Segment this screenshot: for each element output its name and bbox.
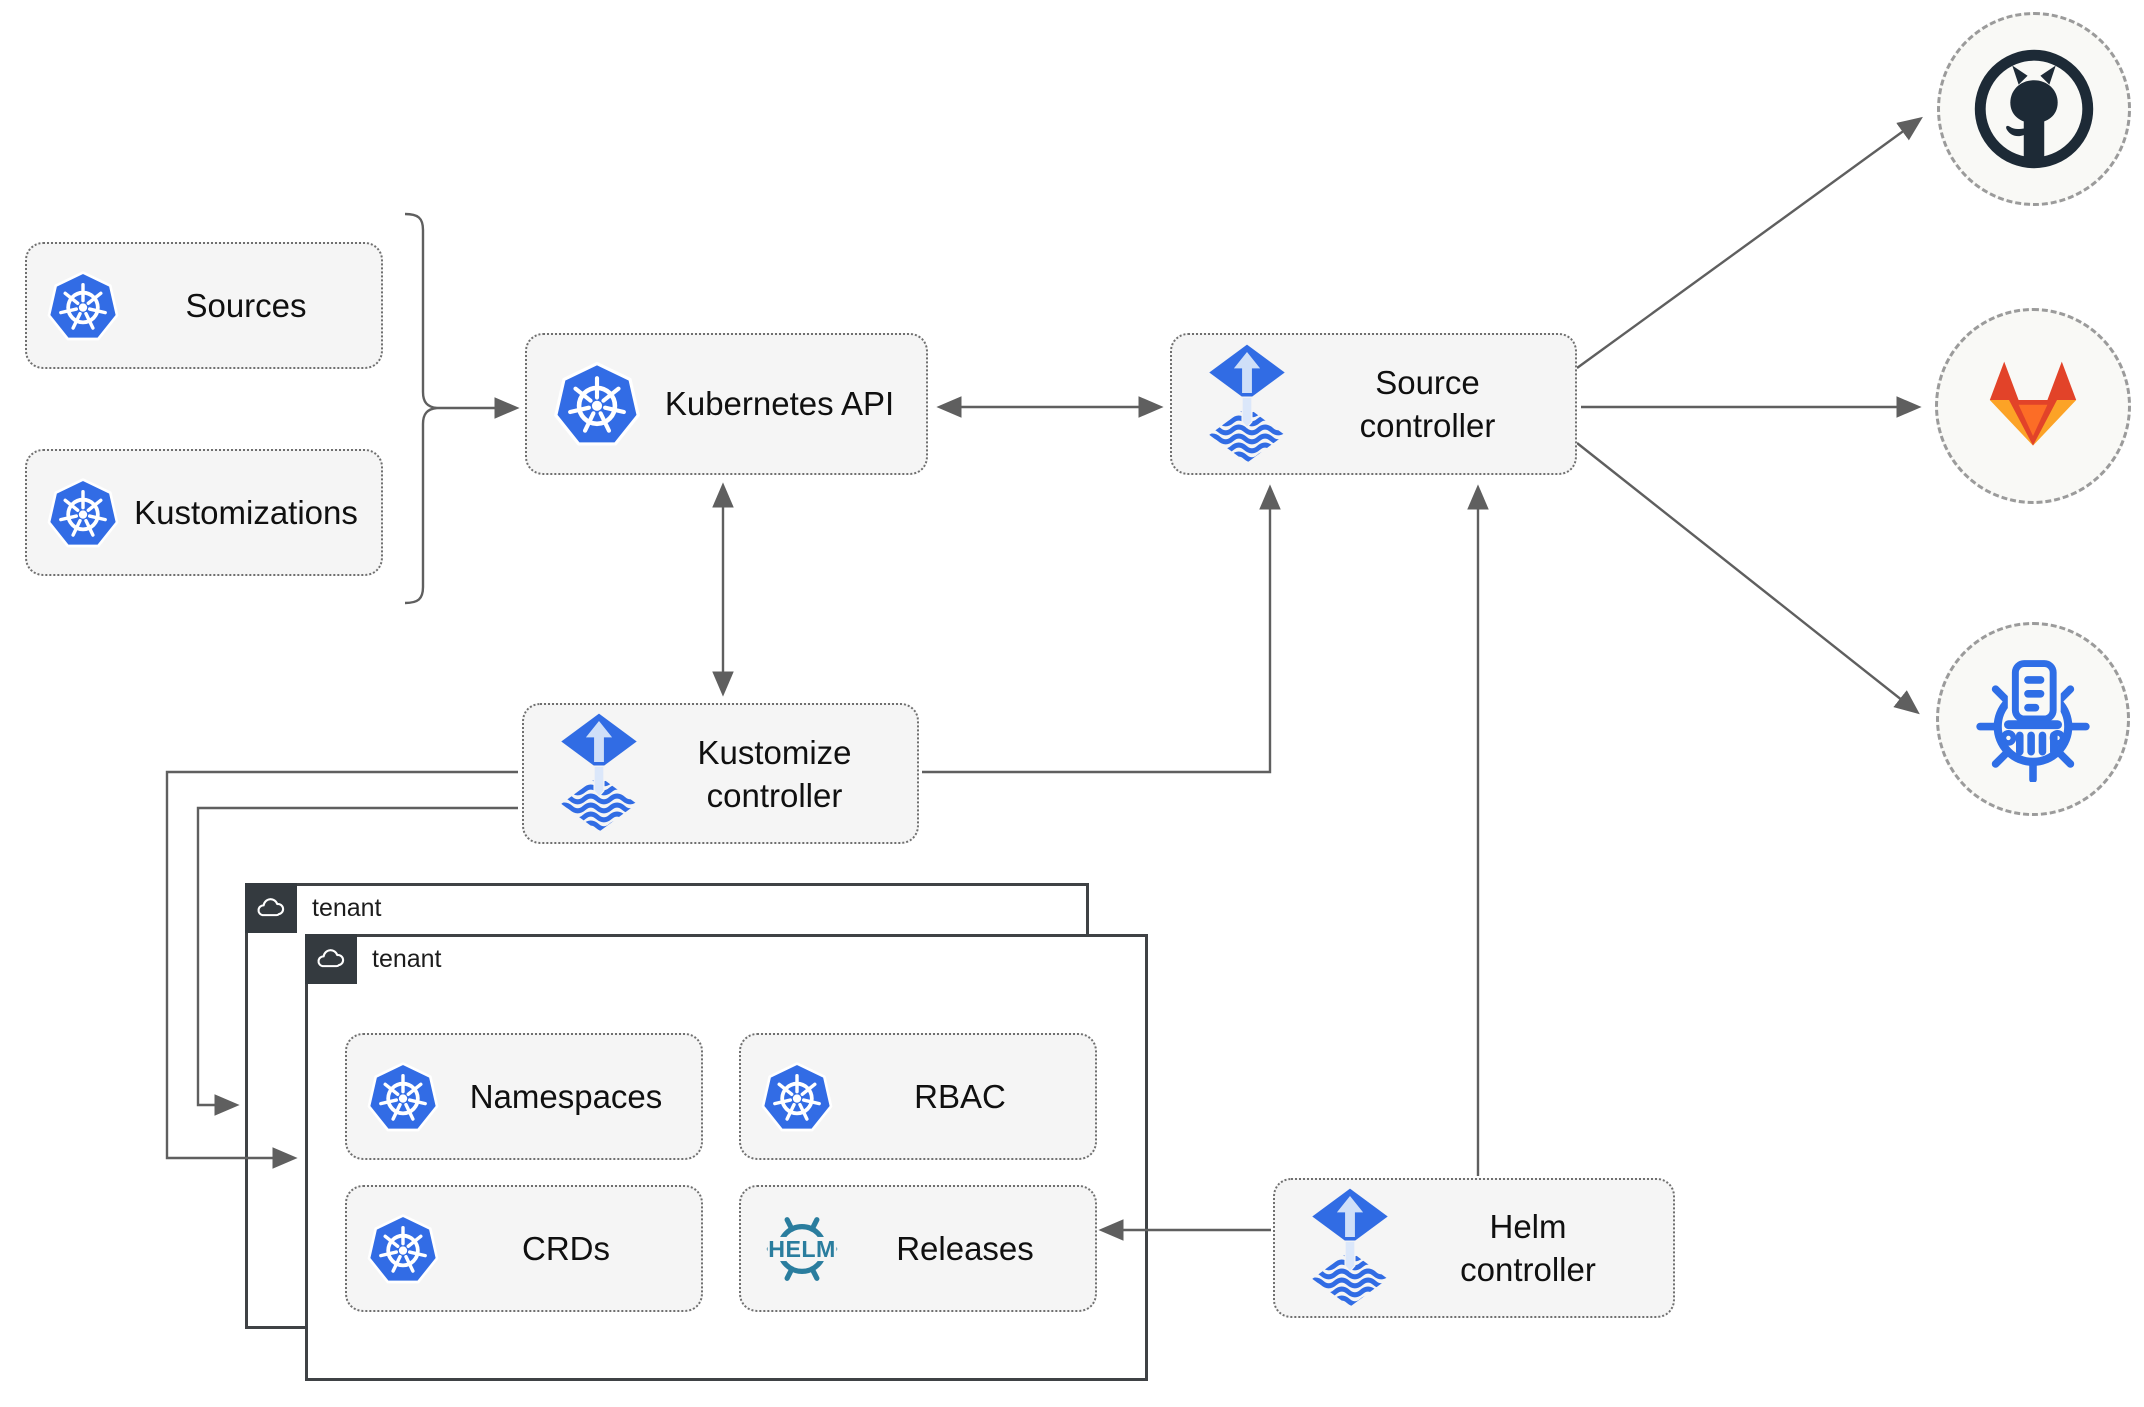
node-kubernetes-api-label: Kubernetes API (664, 385, 895, 422)
gitlab-icon (1989, 361, 2077, 446)
kubernetes-icon (761, 1061, 833, 1132)
node-helm-controller: Helm controller (1273, 1178, 1675, 1318)
node-namespaces: Namespaces (345, 1033, 703, 1160)
tenant-back-label: tenant (312, 894, 382, 922)
cloud-icon (257, 897, 285, 916)
flux-icon (558, 712, 640, 835)
flux-icon (1206, 343, 1288, 466)
helm-icon-text: HELM (768, 1236, 836, 1262)
github-icon (1970, 45, 2098, 173)
connector-sourcectrl-helmrepo (1576, 442, 1920, 715)
node-sources: Sources (25, 242, 383, 369)
node-kustomizations-label: Kustomizations (134, 493, 358, 531)
endpoint-gitlab (1935, 308, 2131, 504)
node-rbac: RBAC (739, 1033, 1097, 1160)
tenant-back-tab (245, 883, 297, 933)
helm-icon: HELM (766, 1216, 838, 1281)
connector-sourcectrl-github (1576, 116, 1923, 369)
node-kustomize-controller: Kustomize controller (522, 703, 919, 844)
kubernetes-icon (551, 358, 643, 450)
connector-kustomizectrl-sourcectrl (922, 484, 1281, 774)
node-releases: HELM Releases (739, 1185, 1097, 1312)
endpoint-helm-repository (1936, 622, 2130, 816)
node-namespaces-label: Namespaces (469, 1077, 663, 1115)
node-crds: CRDs (345, 1185, 703, 1312)
node-source-controller: Source controller (1170, 333, 1577, 475)
node-kustomizations: Kustomizations (25, 449, 383, 576)
cloud-icon (317, 948, 345, 967)
chartmuseum-icon (1970, 656, 2096, 782)
tenant-front-label: tenant (372, 945, 442, 973)
kubernetes-icon (47, 270, 119, 341)
kubernetes-icon (367, 1061, 439, 1132)
kubernetes-icon (367, 1213, 439, 1284)
flux-icon (1309, 1187, 1391, 1310)
node-releases-label: Releases (896, 1229, 1034, 1267)
node-source-controller-label: Source controller (1359, 364, 1496, 444)
node-sources-label: Sources (185, 286, 307, 324)
brace-sources-group (404, 212, 438, 605)
tenant-front-tab (305, 934, 357, 984)
kubernetes-icon (47, 477, 119, 548)
node-kustomize-controller-label: Kustomize controller (697, 733, 852, 814)
node-helm-controller-label: Helm controller (1460, 1208, 1596, 1288)
node-crds-label: CRDs (522, 1229, 610, 1267)
node-rbac-label: RBAC (914, 1077, 1006, 1115)
node-kubernetes-api: Kubernetes API (525, 333, 928, 475)
endpoint-github (1937, 12, 2131, 206)
